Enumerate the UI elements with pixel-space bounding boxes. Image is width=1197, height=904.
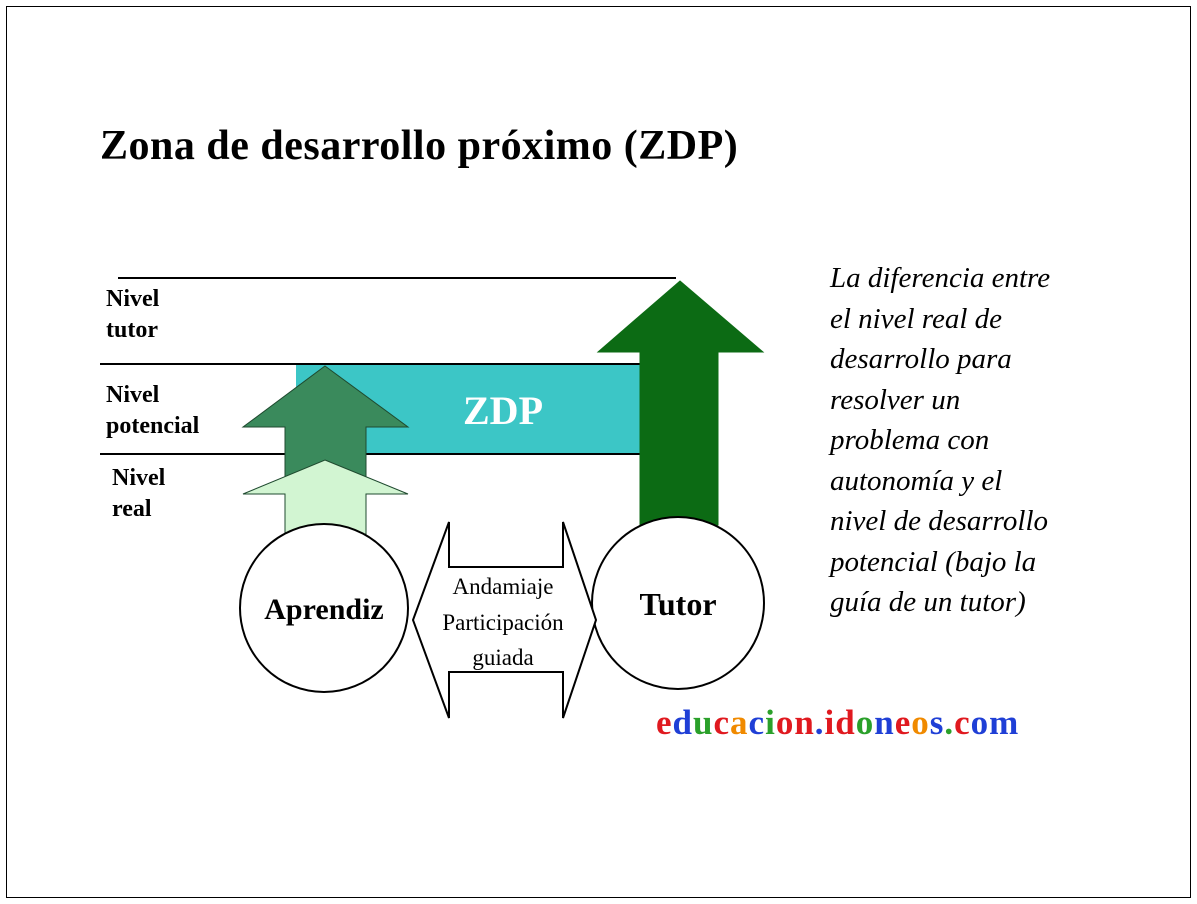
- level-label-potencial: Nivel potencial: [106, 380, 199, 442]
- brand-letter: n: [874, 703, 895, 742]
- scaffold-line-2: Participación: [442, 610, 564, 635]
- level-label-real-line-1: Nivel: [112, 465, 166, 491]
- description-line: el nivel real de: [830, 302, 1003, 335]
- level-label-potencial-line-2: potencial: [106, 413, 200, 439]
- level-label-tutor: Nivel tutor: [106, 284, 159, 346]
- level-label-real: Nivel real: [112, 463, 165, 525]
- brand-letter: d: [835, 703, 856, 742]
- description-line: resolver un: [830, 383, 961, 416]
- zdp-description: La diferencia entre el nivel real de des…: [830, 258, 1130, 623]
- description-line: desarrollo para: [830, 343, 1012, 375]
- scaffold-line-3: guiada: [472, 645, 533, 670]
- brand-letter: o: [855, 703, 875, 742]
- brand-letter: u: [693, 703, 714, 742]
- description-line: problema con: [830, 424, 990, 456]
- description-line: guía de un tutor): [830, 586, 1026, 618]
- brand-letter: i: [765, 703, 776, 742]
- brand-letter: c: [713, 703, 731, 742]
- level-label-potencial-line-1: Nivel: [106, 382, 160, 408]
- learner-real-arrow: [242, 459, 409, 535]
- tutor-label: Tutor: [639, 586, 716, 622]
- brand-letter: i: [824, 703, 836, 742]
- brand-letter: .: [944, 703, 955, 742]
- brand-letter: m: [989, 703, 1020, 742]
- brand-letter: c: [748, 703, 766, 742]
- brand-letter: o: [970, 703, 990, 742]
- brand-letter: n: [794, 703, 815, 742]
- description-line: autonomía y el: [830, 464, 1003, 497]
- zdp-label: ZDP: [463, 388, 543, 433]
- page-title: Zona de desarrollo próximo (ZDP): [100, 123, 739, 169]
- learner-label: Aprendiz: [264, 593, 383, 626]
- learner-circle: [239, 523, 409, 693]
- brand-letter: o: [775, 703, 795, 742]
- brand-letter: o: [911, 703, 930, 742]
- brand-letter: e: [894, 703, 912, 742]
- slide-frame: [6, 6, 1191, 898]
- brand-letter: .: [814, 703, 825, 742]
- brand-watermark: educacion.idoneos.com: [656, 703, 1019, 743]
- description-line: nivel de desarrollo: [830, 505, 1048, 537]
- level-label-tutor-line-1: Nivel: [106, 286, 160, 312]
- level-label-tutor-line-2: tutor: [106, 317, 158, 343]
- tutor-circle: [591, 516, 765, 690]
- description-line: potencial (bajo la: [830, 545, 1037, 578]
- brand-letter: a: [730, 703, 749, 742]
- scaffold-line-1: Andamiaje: [453, 574, 554, 599]
- brand-letter: s: [929, 703, 945, 742]
- description-line: La diferencia entre: [830, 262, 1051, 294]
- brand-letter: c: [954, 703, 971, 742]
- scaffold-double-arrow: [411, 521, 598, 719]
- brand-letter: e: [656, 703, 673, 742]
- brand-letter: d: [672, 703, 694, 742]
- level-label-real-line-2: real: [112, 496, 152, 522]
